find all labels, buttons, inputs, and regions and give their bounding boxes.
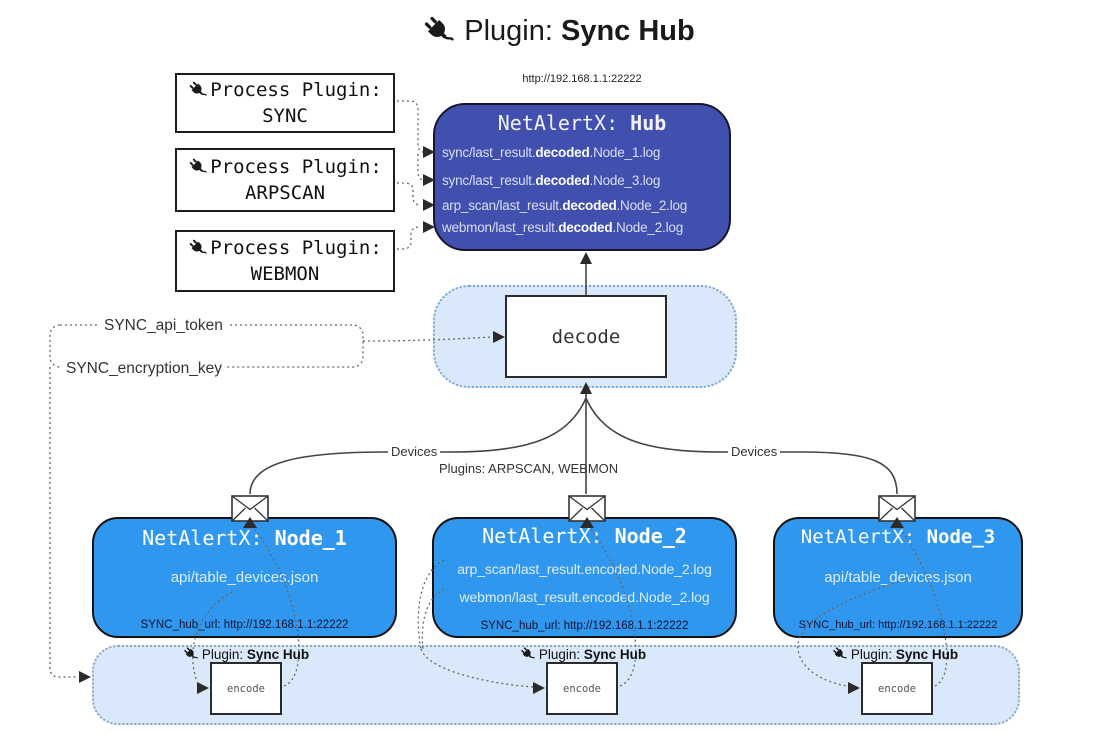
node-1-box [92,517,397,638]
edge-arpscan-to-hub [397,182,422,206]
node-2-line: webmon/last_result.encoded.Node_2.log [459,589,710,605]
edge-tokens-to-encode-bar [49,367,78,678]
node-2-line: arp_scan/last_result.encoded.Node_2.log [457,561,712,577]
process-plugin-sync: Process Plugin: SYNC [175,73,395,133]
plug-icon [188,238,208,258]
hub-title: NetAlertX: Hub [497,111,667,135]
plug-icon [188,80,208,100]
hub-log-line: sync/last_result.decoded.Node_1.log [442,145,661,160]
encode-bar-label: Plugin: Sync Hub [520,646,646,662]
edge-sync-to-hub-1 [397,100,425,153]
page-title: Plugin: Sync Hub [0,14,1117,48]
hub-log-line: arp_scan/last_result.decoded.Node_2.log [442,198,688,213]
arrowhead-into-bar [79,671,91,683]
encode-box: encode [210,662,282,715]
envelope-icon [878,495,916,522]
process-plugin-label: Process Plugin: [210,156,382,178]
node-1-title: NetAlertX: Node_1 [142,526,347,550]
decode-box: decode [505,295,667,378]
envelope-icon [568,495,606,522]
edge-webmon-to-hub [397,226,420,250]
edge-sync-to-hub-2 [417,154,425,181]
process-plugin-arpscan: Process Plugin: ARPSCAN [175,148,395,212]
process-plugin-name: WEBMON [250,263,320,285]
plug-icon [520,646,536,662]
node-3-footer: SYNC_hub_url: http://192.168.1.1:22222 [798,619,998,631]
plug-icon [188,157,208,177]
edge-label-devices-left: Devices [388,444,441,459]
node-3-title: NetAlertX: Node_3 [800,526,996,548]
plug-icon [832,646,848,662]
process-plugin-name: ARPSCAN [244,182,326,204]
encode-bar-label: Plugin: Sync Hub [183,646,309,662]
hub-log-line: webmon/last_result.decoded.Node_2.log [442,220,683,235]
encode-box: encode [546,662,618,715]
node-2-title: NetAlertX: Node_2 [482,524,687,548]
hub-log-line: sync/last_result.decoded.Node_3.log [442,173,661,188]
process-plugin-name: SYNC [262,105,308,127]
node-1-footer: SYNC_hub_url: http://192.168.1.1:22222 [140,619,349,631]
node-2-box [432,517,737,638]
plug-icon [422,14,456,48]
encode-bar-label: Plugin: Sync Hub [832,646,958,662]
edge-label-plugins: Plugins: ARPSCAN, WEBMON [439,461,619,476]
process-plugin-label: Process Plugin: [210,237,382,259]
edge-label-devices-right: Devices [728,444,781,459]
arrowhead-into-hub [580,252,592,264]
node-3-line: api/table_devices.json [824,569,972,586]
process-plugin-webmon: Process Plugin: WEBMON [175,230,395,292]
plug-icon [183,646,199,662]
sync-api-token-label: SYNC_api_token [100,317,227,335]
hub-box [433,103,731,251]
hub-url: http://192.168.1.1:22222 [522,73,642,85]
encode-box: encode [861,662,933,715]
sync-encryption-key-label: SYNC_encryption_key [62,360,226,378]
envelope-icon [231,495,269,522]
process-plugin-label: Process Plugin: [210,79,382,101]
node-1-line: api/table_devices.json [170,569,319,586]
page-title-text: Plugin: Sync Hub [464,14,695,47]
node-2-footer: SYNC_hub_url: http://192.168.1.1:22222 [480,620,689,632]
